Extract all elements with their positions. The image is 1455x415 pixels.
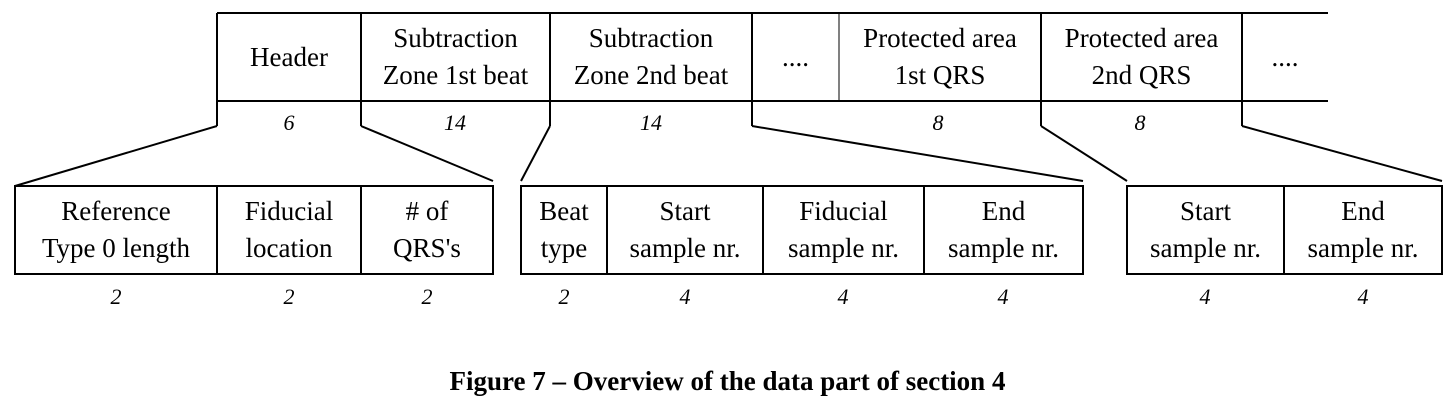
subtraction-detail-size-3: 4 [837, 284, 849, 309]
top-cell-header-line-1: Header [250, 41, 328, 72]
subtraction-detail-start-sample: Start sample nr. [607, 186, 763, 274]
subtraction-detail-beat-type: Beat type [521, 186, 607, 274]
figure-caption: Figure 7 – Overview of the data part of … [449, 366, 1006, 396]
top-cell-protected-2-line-2: 2nd QRS [1091, 60, 1192, 90]
header-detail-outline [14, 185, 494, 275]
header-detail-cell-2-line-1: Fiducial [244, 196, 334, 226]
top-cell-ellipsis-1: .... [752, 13, 839, 101]
protected-detail-start-sample: Start sample nr. [1127, 186, 1284, 274]
header-detail-size-3: 2 [421, 284, 433, 309]
top-cell-protected-2-line-1: Protected area [1064, 23, 1219, 53]
protected-detail-cell-2-line-2: sample nr. [1307, 233, 1419, 263]
connector-header-left [14, 125, 218, 187]
top-size-subtraction-1: 14 [444, 110, 466, 135]
connector-subtraction-left [520, 125, 551, 182]
top-cell-subtraction-1-line-1: Subtraction [393, 23, 518, 53]
top-cell-subtraction-2-line-2: Zone 2nd beat [573, 60, 729, 90]
top-cell-ellipsis-1-text: .... [782, 41, 809, 72]
protected-detail-size-1: 4 [1199, 284, 1211, 309]
header-detail-cell-2-line-2: location [245, 233, 333, 263]
header-detail-cell-3-line-2: QRS's [393, 233, 461, 263]
subtraction-detail-cell-3-line-2: sample nr. [788, 233, 899, 263]
protected-detail-size-2: 4 [1357, 284, 1369, 309]
subtraction-detail-size-2: 4 [679, 284, 691, 309]
subtraction-detail-cell-2-line-1: Start [659, 196, 711, 226]
header-detail-cell-1-line-2: Type 0 length [41, 233, 191, 263]
connector-subtraction-right [751, 125, 1084, 182]
top-cell-protected-1-line-1: Protected area [863, 23, 1017, 53]
header-detail-cell-1-line-1: Reference [61, 196, 171, 226]
top-size-protected-1: 8 [932, 110, 944, 135]
top-cell-subtraction-zone-1st-beat: Subtraction Zone 1st beat [361, 13, 550, 101]
protected-detail-end-sample: End sample nr. [1284, 186, 1442, 274]
protected-detail-cell-1-line-1: Start [1180, 196, 1231, 226]
top-cell-subtraction-2-line-1: Subtraction [588, 23, 714, 53]
top-size-subtraction-2: 14 [640, 110, 662, 135]
subtraction-detail-cell-2-line-2: sample nr. [629, 233, 741, 263]
subtraction-detail-cell-4-line-1: End [981, 196, 1026, 226]
connector-protected-left [1040, 125, 1128, 182]
top-cell-protected-area-2nd-qrs: Protected area 2nd QRS [1041, 13, 1242, 101]
top-cell-subtraction-zone-2nd-beat: Subtraction Zone 2nd beat [550, 13, 752, 101]
subtraction-detail-cell-3-line-1: Fiducial [799, 196, 888, 226]
top-cell-ellipsis-2: .... [1242, 13, 1328, 101]
header-detail-size-1: 2 [110, 284, 122, 309]
header-detail-reference-type-0-length: Reference Type 0 length [15, 186, 217, 274]
top-cell-subtraction-1-line-2: Zone 1st beat [382, 60, 529, 90]
top-size-protected-2: 8 [1134, 110, 1146, 135]
header-detail-number-of-qrs: # of QRS's [361, 186, 493, 274]
top-size-header: 6 [283, 110, 295, 135]
protected-detail-cell-1-line-2: sample nr. [1150, 233, 1261, 263]
subtraction-detail-cell-1-line-2: type [540, 233, 588, 263]
subtraction-detail-size-4: 4 [997, 284, 1009, 309]
header-detail-cell-3-line-1: # of [405, 196, 449, 226]
subtraction-detail-size-1: 2 [558, 284, 570, 309]
top-cell-ellipsis-2-text: .... [1271, 41, 1299, 72]
subtraction-detail-end-sample: End sample nr. [924, 186, 1083, 274]
subtraction-detail-cell-4-line-2: sample nr. [948, 233, 1059, 263]
top-cell-protected-1-line-2: 1st QRS [894, 60, 986, 90]
header-detail-size-2: 2 [283, 284, 295, 309]
connector-header-right [360, 125, 494, 182]
subtraction-detail-cell-1-line-1: Beat [539, 196, 589, 226]
subtraction-detail-fiducial-sample: Fiducial sample nr. [763, 186, 924, 274]
connector-protected-right [1241, 125, 1443, 182]
subtraction-detail-outline [520, 185, 1084, 275]
header-detail-fiducial-location: Fiducial location [217, 186, 361, 274]
protected-detail-cell-2-line-1: End [1341, 196, 1385, 226]
top-cell-header: Header [217, 13, 361, 101]
top-cell-protected-area-1st-qrs: Protected area 1st QRS [839, 13, 1041, 101]
